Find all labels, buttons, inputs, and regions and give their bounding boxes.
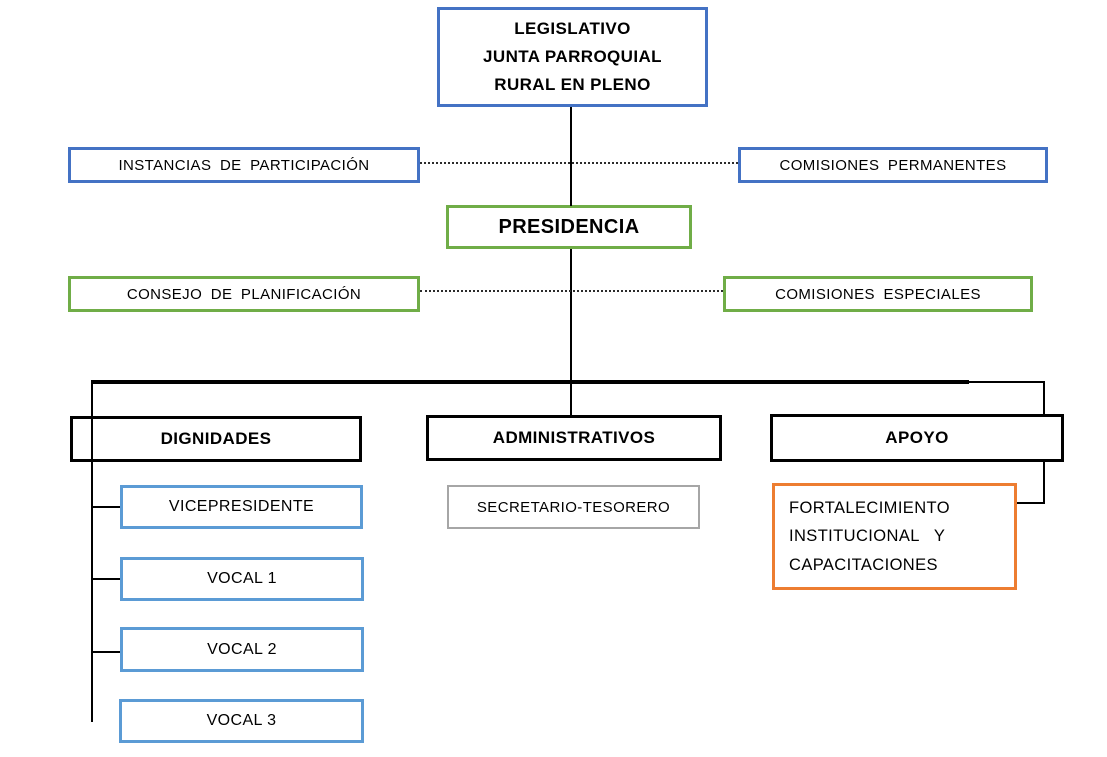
connector-apoyo-to-strengthening-h bbox=[1017, 502, 1045, 504]
node-vocal-1: VOCAL 1 bbox=[120, 557, 364, 601]
connector-tick-vocal-1 bbox=[92, 578, 120, 580]
node-vocal-2: VOCAL 2 bbox=[120, 627, 364, 672]
node-instancias-de-participacion: INSTANCIAS DE PARTICIPACIÓN bbox=[68, 147, 420, 183]
connector-tick-vocal-2 bbox=[92, 651, 120, 653]
node-fortalecimiento-institucional: FORTALECIMIENTO INSTITUCIONAL Y CAPACITA… bbox=[772, 483, 1017, 590]
connector-root-to-presidency bbox=[570, 107, 572, 206]
connector-apoyo-to-strengthening-v bbox=[1043, 462, 1045, 504]
connector-dignidades-spine bbox=[91, 383, 93, 722]
connector-dotted-participation-row bbox=[420, 162, 738, 164]
node-consejo-de-planificacion: CONSEJO DE PLANIFICACIÓN bbox=[68, 276, 420, 312]
node-legislativo-junta-parroquial: LEGISLATIVO JUNTA PARROQUIAL RURAL EN PL… bbox=[437, 7, 708, 107]
node-comisiones-especiales: COMISIONES ESPECIALES bbox=[723, 276, 1033, 312]
connector-bar-extension bbox=[967, 381, 1045, 383]
node-vocal-3: VOCAL 3 bbox=[119, 699, 364, 743]
connector-presidency-to-bar bbox=[570, 249, 572, 416]
node-secretario-tesorero: SECRETARIO-TESORERO bbox=[447, 485, 700, 529]
connector-bar-to-apoyo bbox=[1043, 382, 1045, 415]
node-presidencia: PRESIDENCIA bbox=[446, 205, 692, 249]
node-vicepresidente: VICEPRESIDENTE bbox=[120, 485, 363, 529]
connector-main-bar bbox=[91, 380, 969, 384]
node-administrativos: ADMINISTRATIVOS bbox=[426, 415, 722, 461]
node-apoyo: APOYO bbox=[770, 414, 1064, 462]
connector-dotted-planning-row bbox=[420, 290, 723, 292]
node-comisiones-permanentes: COMISIONES PERMANENTES bbox=[738, 147, 1048, 183]
connector-tick-vicepresidente bbox=[92, 506, 120, 508]
node-dignidades: DIGNIDADES bbox=[70, 416, 362, 462]
